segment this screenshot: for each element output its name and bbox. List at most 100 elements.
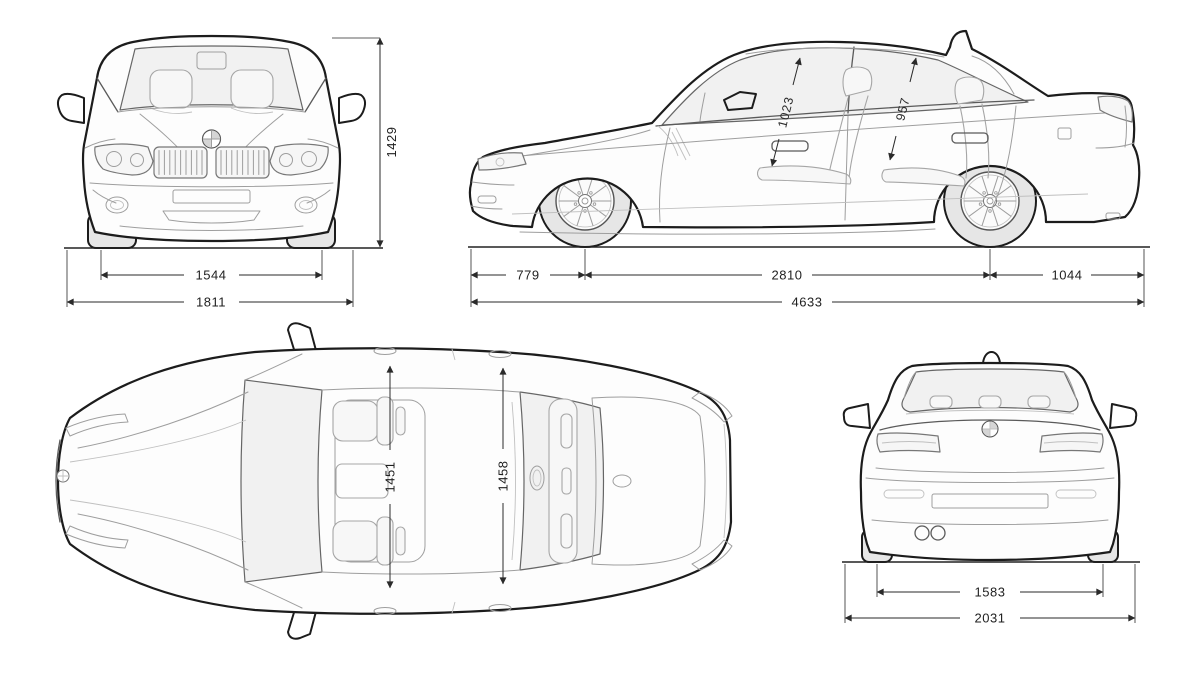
dim-wheelbase: 2810 (584, 268, 991, 283)
dim-label-rear-overhang: 1044 (1052, 268, 1083, 283)
left-mirror (57, 93, 85, 124)
rear-interior-details (905, 395, 1075, 415)
driver-headrest-top (395, 406, 406, 436)
left-reflector (883, 489, 925, 499)
rear-headrest-top (560, 513, 573, 549)
dim-label-front-overhang: 779 (516, 268, 539, 283)
front-seat-headrest (842, 66, 873, 97)
dim-label-wheelbase: 2810 (772, 268, 803, 283)
driver-seat-top (332, 400, 379, 442)
dim-label-front-track: 1544 (196, 268, 227, 283)
driver-seatback-top (376, 396, 394, 446)
right-headlight (269, 143, 329, 176)
left-taillight (876, 432, 941, 453)
rear-seat-cushion (881, 167, 966, 187)
front-plate-recess (172, 189, 251, 204)
front-interior-details (149, 51, 274, 115)
front-right-headrest (230, 69, 274, 109)
rear-headrest-center-top (561, 467, 572, 495)
bmw-roundel-front (201, 129, 222, 149)
top-mirror-upper (287, 322, 319, 359)
rear-bumper-details (865, 477, 1115, 541)
side-view: 1023 957 779 2810 1044 (468, 29, 1150, 310)
bmw-roundel-rear (981, 420, 999, 438)
rear-headrest-left (929, 395, 953, 409)
windshield (119, 45, 304, 111)
side-mirror (723, 91, 757, 111)
front-left-headrest (149, 69, 193, 109)
door-handle-top (373, 607, 397, 615)
antenna-fin-rear (982, 351, 1001, 364)
top-seats (332, 396, 578, 566)
rearview-mirror (196, 51, 227, 70)
side-front-details (470, 152, 527, 210)
front-seat-cushion (757, 165, 852, 185)
side-rear-details (1095, 95, 1135, 220)
dim-rear-track: 1583 (876, 585, 1104, 600)
right-fog-light (294, 196, 318, 214)
bmw-roundel-hood (56, 469, 70, 483)
exhaust-tip-side (1105, 212, 1121, 220)
kidney-grille (153, 146, 270, 179)
side-headlight (477, 152, 527, 171)
top-mirror-lower (287, 603, 319, 640)
dim-label-body-width: 1811 (196, 295, 226, 310)
rear-armrest-top (529, 465, 545, 491)
dim-label-overall-width: 2031 (975, 611, 1006, 626)
side-body-details (485, 105, 1123, 235)
right-mirror (338, 93, 366, 124)
dim-overall-length: 4633 (470, 295, 1145, 310)
top-view: 1451 1458 (55, 322, 733, 640)
beltline (655, 99, 1035, 127)
rear-view: 1583 2031 (842, 351, 1140, 626)
door-handle-top (488, 604, 512, 612)
dim-front-interior-width: 1451 (383, 365, 398, 589)
dim-rear-interior-height: 957 (888, 57, 918, 161)
door-handle-top (488, 350, 512, 358)
rear-door-handle (951, 132, 989, 144)
headlights (94, 143, 329, 176)
dim-label-rear-interior-width: 1458 (496, 461, 511, 492)
rear-left-mirror (842, 403, 871, 429)
rear-seat-headrest (954, 76, 985, 105)
fuel-door (1057, 127, 1072, 140)
front-air-intake (162, 210, 261, 224)
door-handle-top (373, 347, 397, 355)
dim-rear-interior-width: 1458 (496, 367, 511, 585)
rear-body-details (875, 371, 1105, 473)
passenger-seatback-top (376, 516, 394, 566)
passenger-seat-top (332, 520, 379, 562)
dim-overall-height: 1429 (332, 37, 399, 248)
dim-rear-overhang: 1044 (989, 268, 1145, 283)
side-glass-details (699, 46, 1015, 122)
dim-front-track: 1544 (100, 250, 323, 283)
rear-right-mirror (1109, 403, 1138, 429)
dim-label-rear-interior-height: 957 (893, 96, 912, 123)
exhaust-tip-left (914, 525, 930, 541)
antenna-fin-top (612, 474, 632, 488)
top-windshield (240, 379, 323, 583)
dim-overall-width-mirrors: 2031 (844, 611, 1136, 626)
front-door-handle (771, 140, 809, 152)
top-door-details (373, 347, 512, 615)
rear-headrest-right (1027, 395, 1051, 409)
passenger-headrest-top (395, 526, 406, 556)
side-taillight (1097, 95, 1133, 123)
rear-headrest-top (560, 413, 573, 449)
top-hood-details (55, 391, 249, 571)
rear-plate-recess (931, 493, 1049, 509)
dim-label-rear-track: 1583 (975, 585, 1006, 600)
left-fog-light (105, 196, 129, 214)
front-bumper-details (89, 182, 334, 231)
front-view: 1429 1544 1811 (57, 34, 399, 310)
right-taillight (1039, 432, 1104, 453)
exhaust-tip-right (930, 525, 946, 541)
dim-label-front-interior-width: 1451 (383, 462, 398, 493)
center-console-top (335, 463, 389, 499)
right-reflector (1055, 489, 1097, 499)
top-trunk-details (591, 391, 733, 571)
left-headlight (94, 143, 154, 176)
side-fog-light (477, 195, 497, 204)
dim-body-width: 1811 (66, 250, 354, 310)
